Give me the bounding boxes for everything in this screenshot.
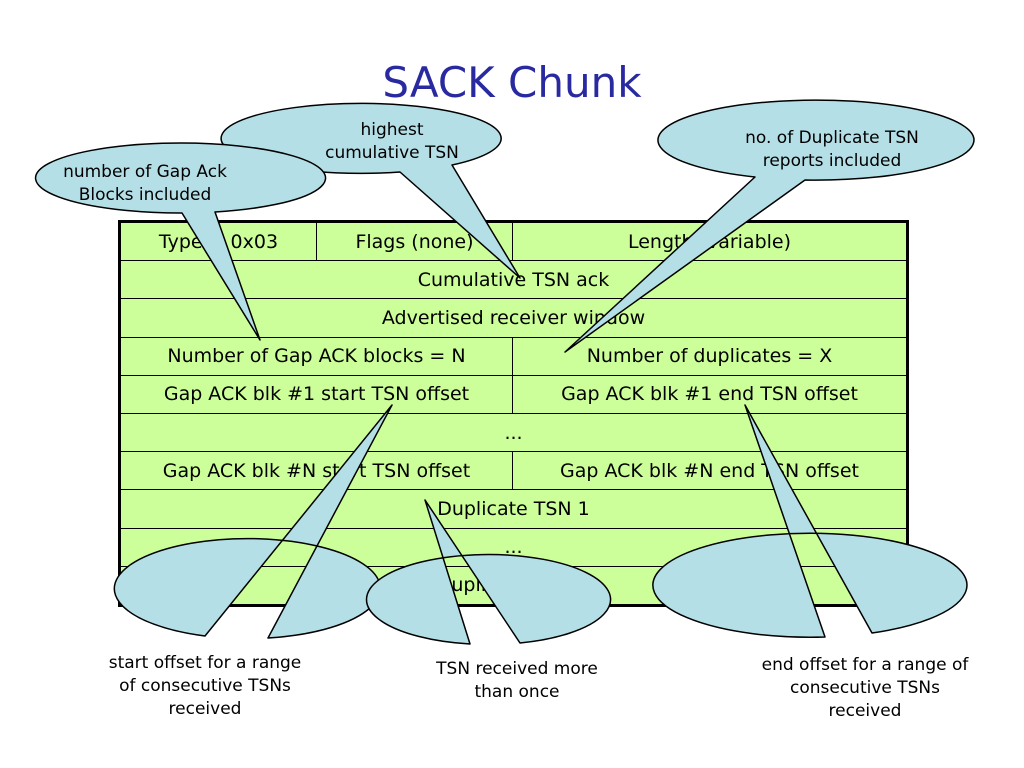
table-row: Gap ACK blk #1 start TSN offset Gap ACK … (119, 374, 908, 414)
table-row: Gap ACK blk #N start TSN offset Gap ACK … (119, 451, 908, 491)
callout-duplicate-received: TSN received more than once (436, 659, 598, 702)
callout-end-offset: end offset for a range of consecutive TS… (761, 655, 969, 721)
callout-duplicate-tsn-count: no. of Duplicate TSN reports included (745, 128, 919, 171)
callout-duplicate-tsn-count-bubble (564, 99, 975, 353)
table-row: ... (119, 412, 908, 453)
slide-title: SACK Chunk (382, 58, 642, 108)
ellipsis-gap-blocks: ... (119, 412, 908, 453)
callout-highest-cumulative-tsn: highest cumulative TSN (325, 120, 459, 163)
gap-ack-blk-1-end-field: Gap ACK blk #1 end TSN offset (512, 374, 908, 414)
duplicate-count-field: Number of duplicates = X (512, 336, 908, 376)
callout-gap-ack-blocks: number of Gap Ack Blocks included (63, 162, 227, 205)
table-row: Number of Gap ACK blocks = N Number of d… (119, 336, 908, 376)
gap-ack-blk-n-start-field: Gap ACK blk #N start TSN offset (119, 451, 513, 491)
callout-start-offset-bubble (113, 404, 393, 639)
callout-end-offset-bubble (652, 404, 968, 638)
callout-duplicate-received-bubble (365, 499, 612, 645)
gap-ack-blk-1-start-field: Gap ACK blk #1 start TSN offset (119, 374, 513, 414)
gap-ack-block-count-field: Number of Gap ACK blocks = N (119, 336, 513, 376)
callout-start-offset: start offset for a range of consecutive … (108, 653, 302, 719)
length-field: Length (variable) (512, 220, 908, 262)
callout-gap-ack-blocks-bubble (34, 142, 327, 341)
